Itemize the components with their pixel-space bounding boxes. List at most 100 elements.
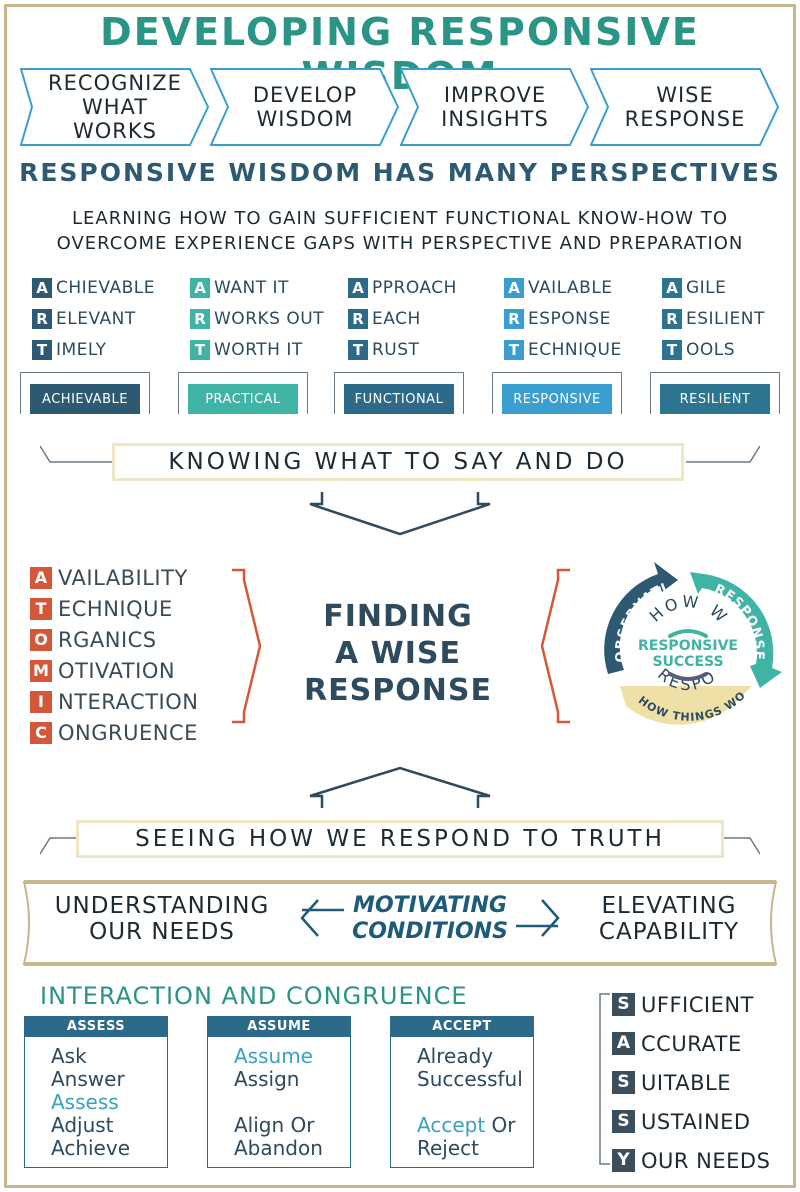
art-word: OOLS: [686, 339, 736, 360]
subheading: LEARNING HOW TO GAIN SUFFICIENT FUNCTION…: [56, 208, 744, 254]
box-header: ASSUME: [208, 1017, 350, 1037]
tab-outline: [334, 372, 464, 414]
letter-badge: R: [504, 308, 524, 329]
up-chevron-icon: [309, 766, 491, 808]
art-word: ELEVANT: [56, 308, 136, 329]
category-tab: ACHIEVABLE: [20, 372, 150, 414]
page-frame: [4, 4, 796, 1188]
finding-wise-response: FINDING A WISE RESPONSE: [304, 599, 492, 708]
letter-badge: A: [190, 277, 210, 298]
elevating-capability: ELEVATING CAPABILITY: [598, 893, 740, 945]
tab-outline: [492, 372, 622, 414]
tab-label: PRACTICAL: [188, 384, 298, 414]
atomic-word: RGANICS: [58, 627, 157, 652]
letter-badge: S: [612, 1071, 635, 1094]
sasy-word: UITABLE: [641, 1070, 732, 1095]
tab-outline: [20, 372, 150, 414]
art-word: WORKS OUT: [214, 308, 325, 329]
category-tab: PRACTICAL: [178, 372, 308, 414]
box-line: Assess: [51, 1091, 167, 1114]
art-word: ESILIENT: [686, 308, 765, 329]
box-line: Adjust: [51, 1113, 114, 1137]
art-word: VAILABLE: [528, 277, 613, 298]
atomic-word: ONGRUENCE: [58, 720, 198, 745]
box-line: Accept Or: [417, 1113, 516, 1137]
letter-badge: T: [30, 597, 52, 620]
letter-badge: S: [612, 1110, 635, 1133]
box-line: Assign: [234, 1067, 300, 1091]
sasy-bracket-icon: [599, 993, 610, 1165]
box-line: Abandon: [234, 1136, 323, 1160]
cycle-center-line2: SUCCESS: [652, 654, 723, 670]
letter-badge: S: [612, 993, 635, 1016]
banner-top-lines: [40, 446, 760, 463]
down-chevron-icon: [309, 492, 491, 536]
letter-badge: A: [348, 277, 368, 298]
teal-smile-icon: [668, 629, 708, 638]
letter-badge: T: [32, 339, 52, 360]
tab-outline: [650, 372, 780, 414]
sasy-row: S UFFICIENT: [612, 985, 770, 1024]
observation-arrow: [604, 562, 678, 674]
tab-outline: [178, 372, 308, 414]
atomic-row: C ONGRUENCE: [30, 717, 198, 748]
sasy-word: UFFICIENT: [641, 992, 754, 1017]
box-line: Already: [417, 1044, 494, 1068]
box-line-highlight: Accept: [417, 1113, 486, 1137]
motivating-conditions: MOTIVATING CONDITIONS: [352, 893, 508, 944]
letter-badge: R: [190, 308, 210, 329]
chevron-shape: [400, 68, 590, 146]
art-word: WORTH IT: [214, 339, 303, 360]
art-word: ECHNIQUE: [528, 339, 622, 360]
art-word: ESPONSE: [528, 308, 611, 329]
box-header: ASSESS: [25, 1017, 167, 1037]
tab-label: RESPONSIVE: [502, 384, 612, 414]
box-line: [234, 1091, 350, 1114]
purple-smile-icon: [668, 672, 708, 681]
letter-badge: I: [30, 690, 52, 713]
category-tab: RESILIENT: [650, 372, 780, 414]
letter-badge: M: [30, 659, 52, 682]
box-header: ACCEPT: [391, 1017, 533, 1037]
sasy-word: OUR NEEDS: [641, 1148, 771, 1173]
sasy-word: USTAINED: [641, 1109, 751, 1134]
letter-badge: A: [30, 566, 52, 589]
box-line: [417, 1091, 533, 1114]
cycle-center-line1: RESPONSIVE: [638, 638, 738, 654]
box-line: Align Or: [234, 1113, 315, 1137]
letter-badge: Y: [612, 1149, 635, 1172]
art-word: PPROACH: [372, 277, 457, 298]
box-line-highlight: Assume: [234, 1044, 313, 1068]
perspectives-heading: RESPONSIVE WISDOM HAS MANY PERSPECTIVES: [19, 158, 781, 187]
letter-badge: A: [504, 277, 524, 298]
sasy-row: S UITABLE: [612, 1063, 770, 1102]
sasy-row: S USTAINED: [612, 1102, 770, 1141]
letter-badge: C: [30, 721, 52, 744]
how-things-work-arrow: [620, 686, 752, 725]
art-word: GILE: [686, 277, 727, 298]
arrow-right-icon: [516, 899, 560, 937]
chevron-shape: [210, 68, 400, 146]
step-label: DEVELOP WISDOM: [252, 83, 358, 131]
tab-label: FUNCTIONAL: [344, 384, 454, 414]
